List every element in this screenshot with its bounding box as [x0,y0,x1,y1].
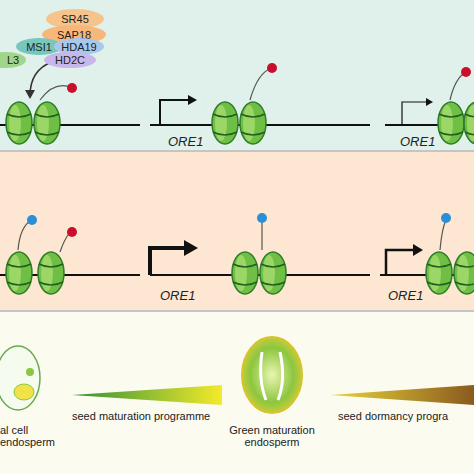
protein-name: HD2C [55,54,85,66]
protein-name: SR45 [61,13,89,25]
gene-name: ORE1 [160,288,195,303]
gene-name: ORE1 [388,288,423,303]
gene-name: ORE1 [400,134,435,149]
protein-oval: HD2C [44,52,96,68]
protein-name: L3 [7,54,19,66]
protein-name: HDA19 [61,41,96,53]
stage-label: Green maturation endosperm [222,424,322,448]
protein-name: MSI1 [26,41,52,53]
stage-label: seed dormancy progra [338,410,474,422]
stage-label: seed maturation programme [72,410,232,422]
stage-label: al cell endosperm [0,424,60,448]
gene-name: ORE1 [168,134,203,149]
